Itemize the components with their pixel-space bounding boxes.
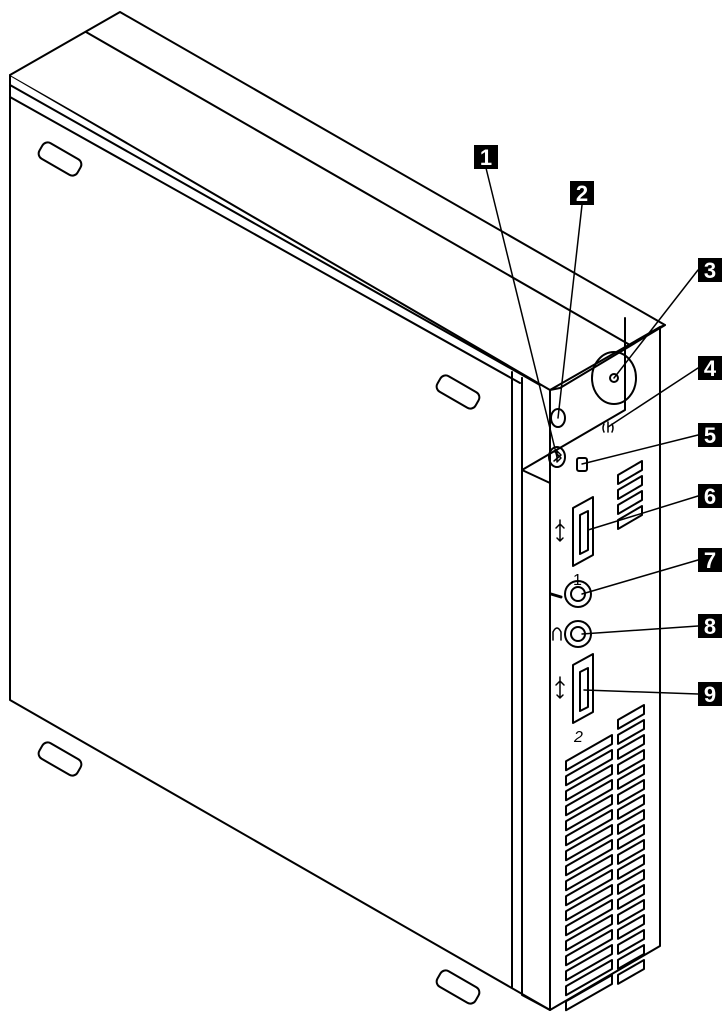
vent-slat <box>565 899 613 937</box>
vent-slat <box>617 779 645 805</box>
leader-5 <box>581 434 699 465</box>
usb-port-1-number: 1 <box>573 572 582 589</box>
callout-4-label: 4 <box>704 356 717 381</box>
foot-bottom-right <box>435 969 481 1005</box>
side-groove <box>9 84 541 386</box>
vent-slat <box>617 824 645 850</box>
hdd-icon <box>576 457 588 472</box>
vent-slat <box>617 839 645 865</box>
leader-6 <box>587 495 699 531</box>
vent-slat <box>565 839 613 877</box>
vent-slat <box>565 914 613 952</box>
vent-slat <box>617 704 645 730</box>
vent-slat <box>565 959 613 997</box>
vent-slat <box>565 794 613 832</box>
foot-mid-right <box>435 374 481 410</box>
headphone-icon <box>552 627 562 641</box>
callout-5: 5 <box>698 423 722 448</box>
leader-7 <box>581 559 699 595</box>
vent-slat <box>617 749 645 775</box>
microphone-icon <box>549 592 563 599</box>
front-top-band <box>549 324 666 391</box>
foot-top-left <box>37 141 83 177</box>
leader-8 <box>581 625 699 635</box>
vent-slat <box>565 944 613 982</box>
callout-1: 1 <box>474 145 498 170</box>
vent-slat <box>617 914 645 940</box>
lower-vents <box>565 704 645 1012</box>
callout-1-label: 1 <box>480 145 492 170</box>
vent-slat <box>565 809 613 847</box>
usb-port-2 <box>555 653 594 724</box>
callout-8-label: 8 <box>704 614 716 639</box>
vent-slat <box>617 884 645 910</box>
vent-slat <box>617 944 645 970</box>
callout-6-label: 6 <box>704 484 716 509</box>
side-groove-2 <box>9 96 521 384</box>
top-bevel <box>85 31 631 346</box>
leader-lines <box>485 167 699 695</box>
vent-slat <box>565 869 613 907</box>
hard-disk-indicator <box>550 408 566 428</box>
front-inner-left <box>521 377 551 1011</box>
leader-1 <box>485 167 558 458</box>
rubber-feet <box>37 141 481 1005</box>
vent-slat <box>565 749 613 787</box>
vent-slat <box>565 884 613 922</box>
vent-slat <box>565 779 613 817</box>
callout-7: 7 <box>698 548 722 573</box>
usb-port-2-number: 2 <box>573 729 583 746</box>
bluetooth-button <box>576 457 588 472</box>
foot-bottom-left <box>37 741 83 777</box>
usb-icon <box>555 519 565 542</box>
microphone-connector <box>549 580 592 608</box>
vent-slat <box>617 764 645 790</box>
leader-3 <box>613 269 699 379</box>
callout-3: 3 <box>698 258 722 283</box>
callout-2: 2 <box>570 181 594 206</box>
callout-2-label: 2 <box>576 181 588 206</box>
front-recess-line <box>521 469 551 484</box>
callout-7-label: 7 <box>704 548 716 573</box>
callout-3-label: 3 <box>704 258 716 283</box>
vent-slat <box>617 734 645 760</box>
vent-slat <box>565 764 613 802</box>
vent-slat <box>565 929 613 967</box>
callout-5-label: 5 <box>704 423 716 448</box>
vent-slat <box>565 974 613 1012</box>
vent-slat <box>565 854 613 892</box>
vent-slat <box>617 959 645 985</box>
upper-vents <box>617 460 643 530</box>
leader-4 <box>607 367 699 428</box>
vent-slat <box>565 824 613 862</box>
vent-slat <box>617 869 645 895</box>
vent-slat <box>617 929 645 955</box>
usb-port-1 <box>555 496 594 567</box>
leader-9 <box>583 689 699 695</box>
leader-2 <box>557 204 583 419</box>
power-button <box>591 351 637 405</box>
callout-badges: 1 2 3 4 5 6 7 8 <box>474 145 722 707</box>
callout-4: 4 <box>698 356 722 381</box>
vent-slat <box>617 809 645 835</box>
callout-8: 8 <box>698 614 722 639</box>
vent-slat <box>617 899 645 925</box>
vent-slat <box>617 719 645 745</box>
callout-9-label: 9 <box>704 682 716 707</box>
callout-6: 6 <box>698 484 722 509</box>
callout-9: 9 <box>698 682 722 707</box>
vent-slat <box>565 734 613 772</box>
vent-slat <box>617 854 645 880</box>
vent-slat <box>617 794 645 820</box>
